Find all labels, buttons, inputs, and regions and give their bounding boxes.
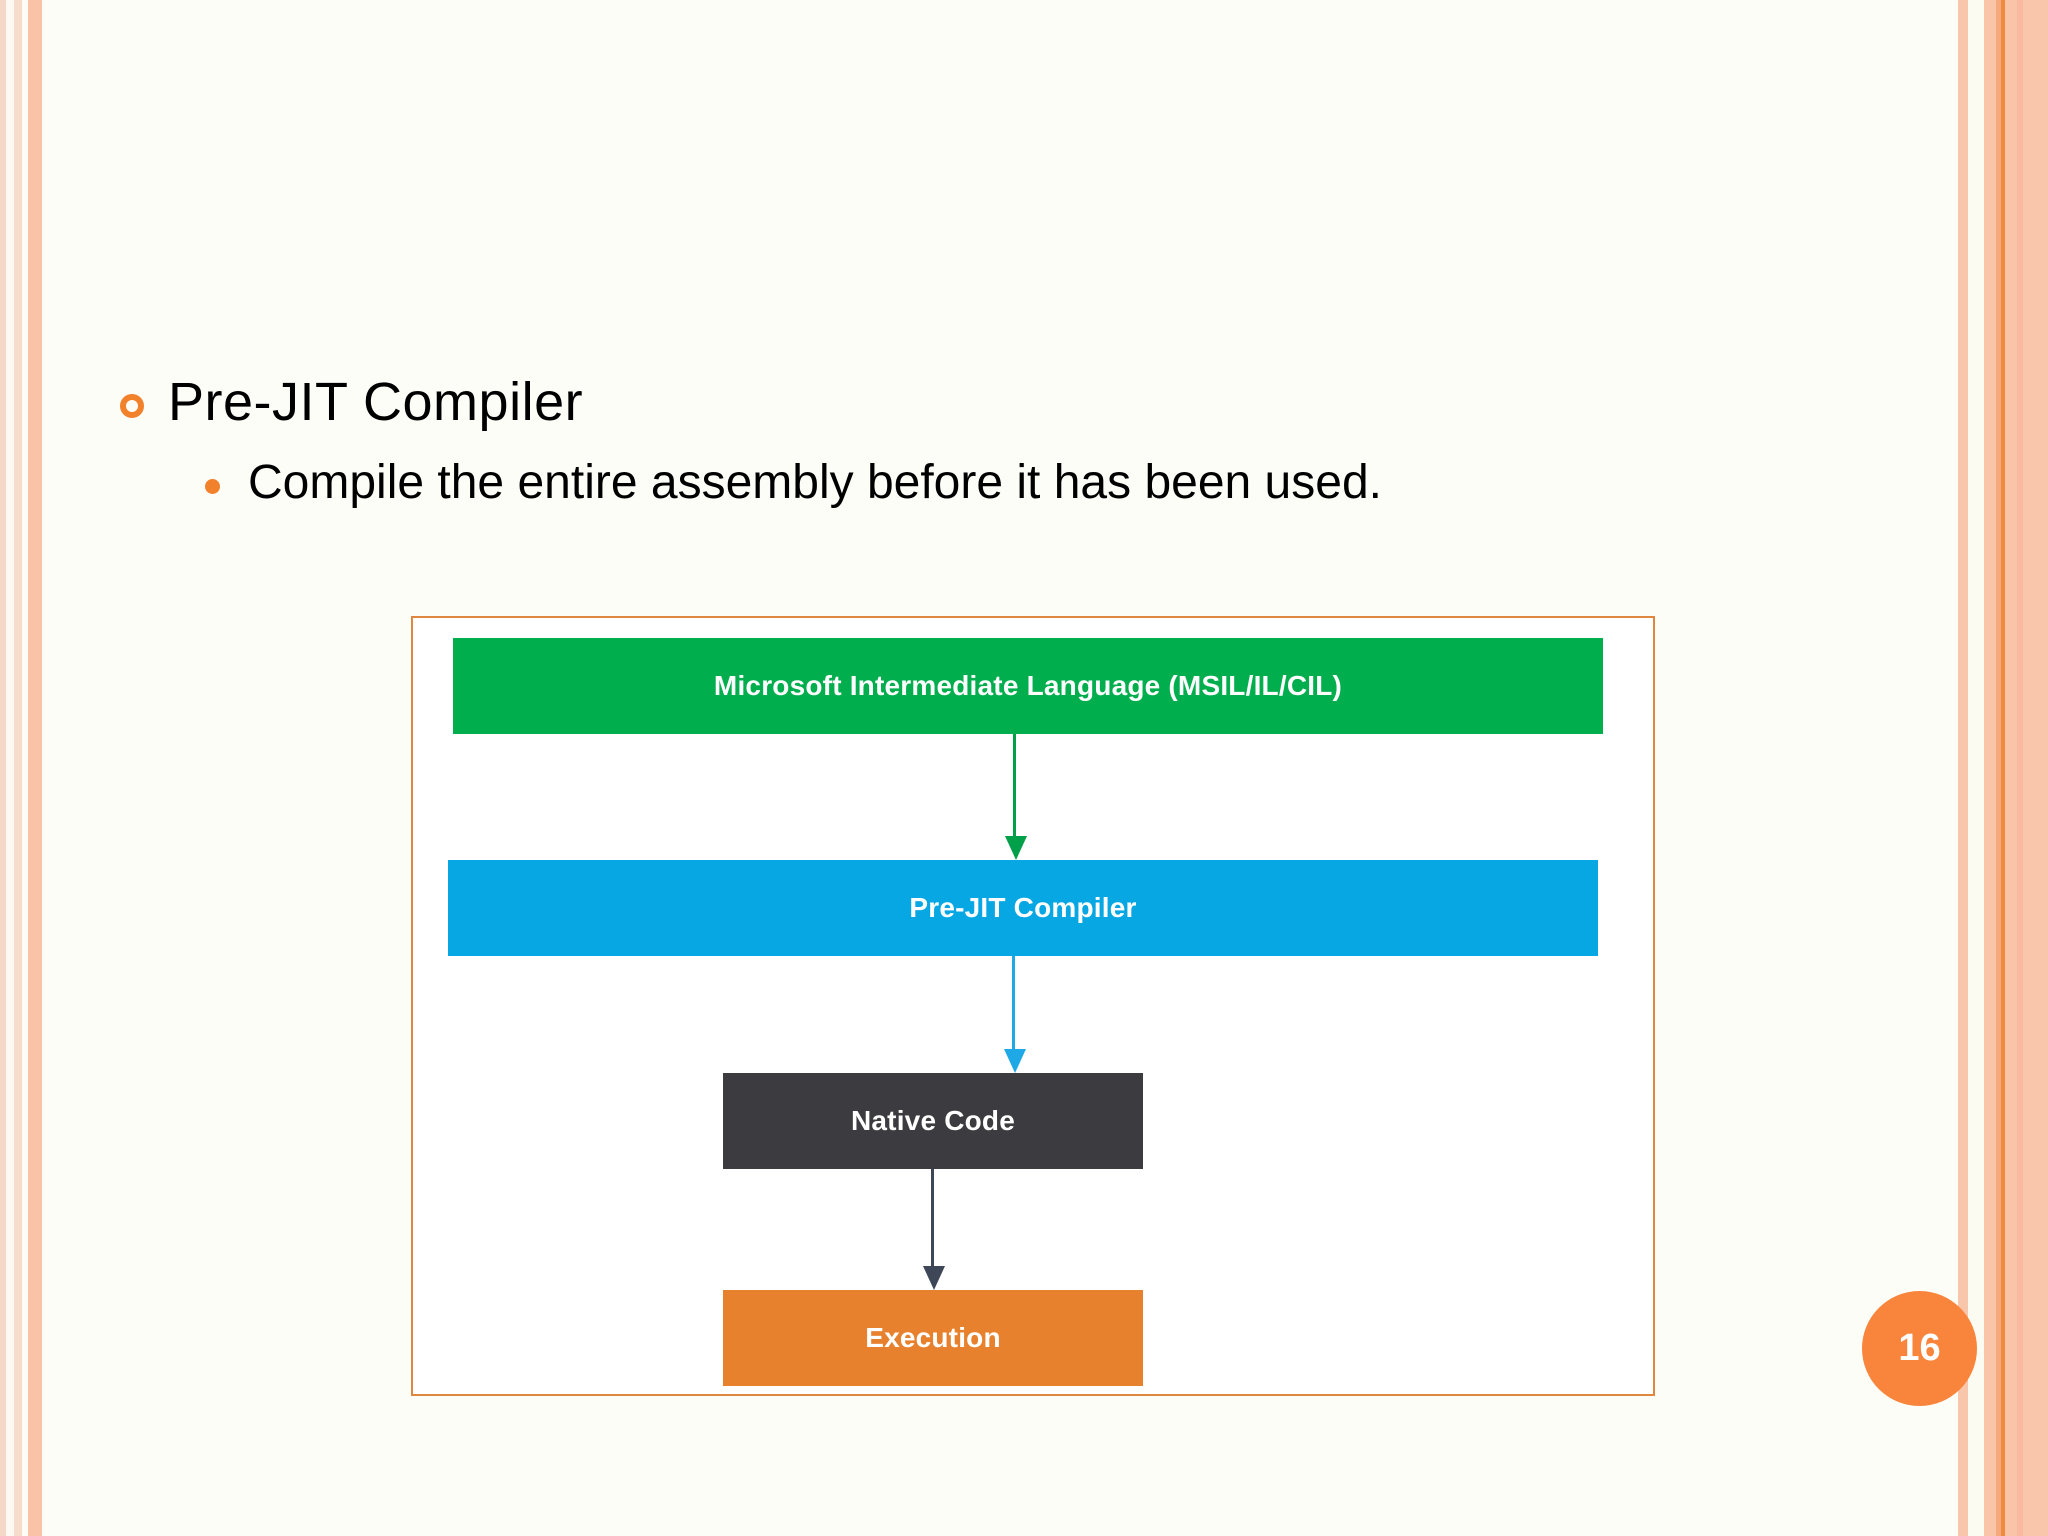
right-edge-stripe-5 — [2001, 0, 2005, 1536]
page-number-label: 16 — [1898, 1327, 1941, 1369]
diagram-node-prejit: Pre-JIT Compiler — [448, 860, 1598, 956]
right-edge-stripe-7 — [2017, 0, 2023, 1536]
right-edge-stripe-8 — [2023, 0, 2048, 1536]
bullet-level1-label: Pre-JIT Compiler — [168, 372, 584, 432]
right-edge-stripe-2 — [1968, 0, 1984, 1536]
arrow-head-icon — [923, 1266, 945, 1290]
arrow-line — [1013, 734, 1016, 838]
bullet-level2-label: Compile the entire assembly before it ha… — [248, 456, 1382, 509]
left-edge-stripe-3 — [14, 0, 22, 1536]
dot-bullet-icon — [205, 478, 220, 494]
right-edge-stripe-3 — [1984, 0, 1996, 1536]
diagram-node-msil-label: Microsoft Intermediate Language (MSIL/IL… — [713, 670, 1343, 701]
diagram-node-prejit-label: Pre-JIT Compiler — [909, 892, 1137, 923]
arrow-line — [931, 1169, 934, 1268]
ring-bullet-icon — [120, 394, 144, 419]
arrow-line — [1012, 956, 1015, 1051]
diagram-node-execution: Execution — [723, 1290, 1143, 1386]
right-edge-stripe-6 — [2005, 0, 2017, 1536]
left-edge-stripe-5 — [28, 0, 42, 1536]
arrow-head-icon — [1005, 836, 1027, 860]
right-edge-stripe-1 — [1958, 0, 1968, 1536]
bullet-item-level2: Compile the entire assembly before it ha… — [205, 456, 1382, 509]
arrow-head-icon — [1004, 1049, 1026, 1073]
right-edge-stripe-4 — [1996, 0, 2001, 1536]
diagram-node-execution-label: Execution — [865, 1322, 1001, 1353]
left-edge-stripe-4 — [22, 0, 28, 1536]
page-number-badge: 16 — [1862, 1291, 1977, 1406]
diagram-node-msil: Microsoft Intermediate Language (MSIL/IL… — [453, 638, 1603, 734]
left-edge-stripe-6 — [42, 0, 46, 1536]
flow-diagram: Microsoft Intermediate Language (MSIL/IL… — [411, 616, 1655, 1396]
diagram-node-native-code: Native Code — [723, 1073, 1143, 1169]
left-edge-stripe-1 — [0, 0, 6, 1536]
left-edge-stripe-2 — [6, 0, 14, 1536]
bullet-item-level1: Pre-JIT Compiler — [120, 374, 583, 431]
diagram-node-native-code-label: Native Code — [850, 1105, 1016, 1136]
